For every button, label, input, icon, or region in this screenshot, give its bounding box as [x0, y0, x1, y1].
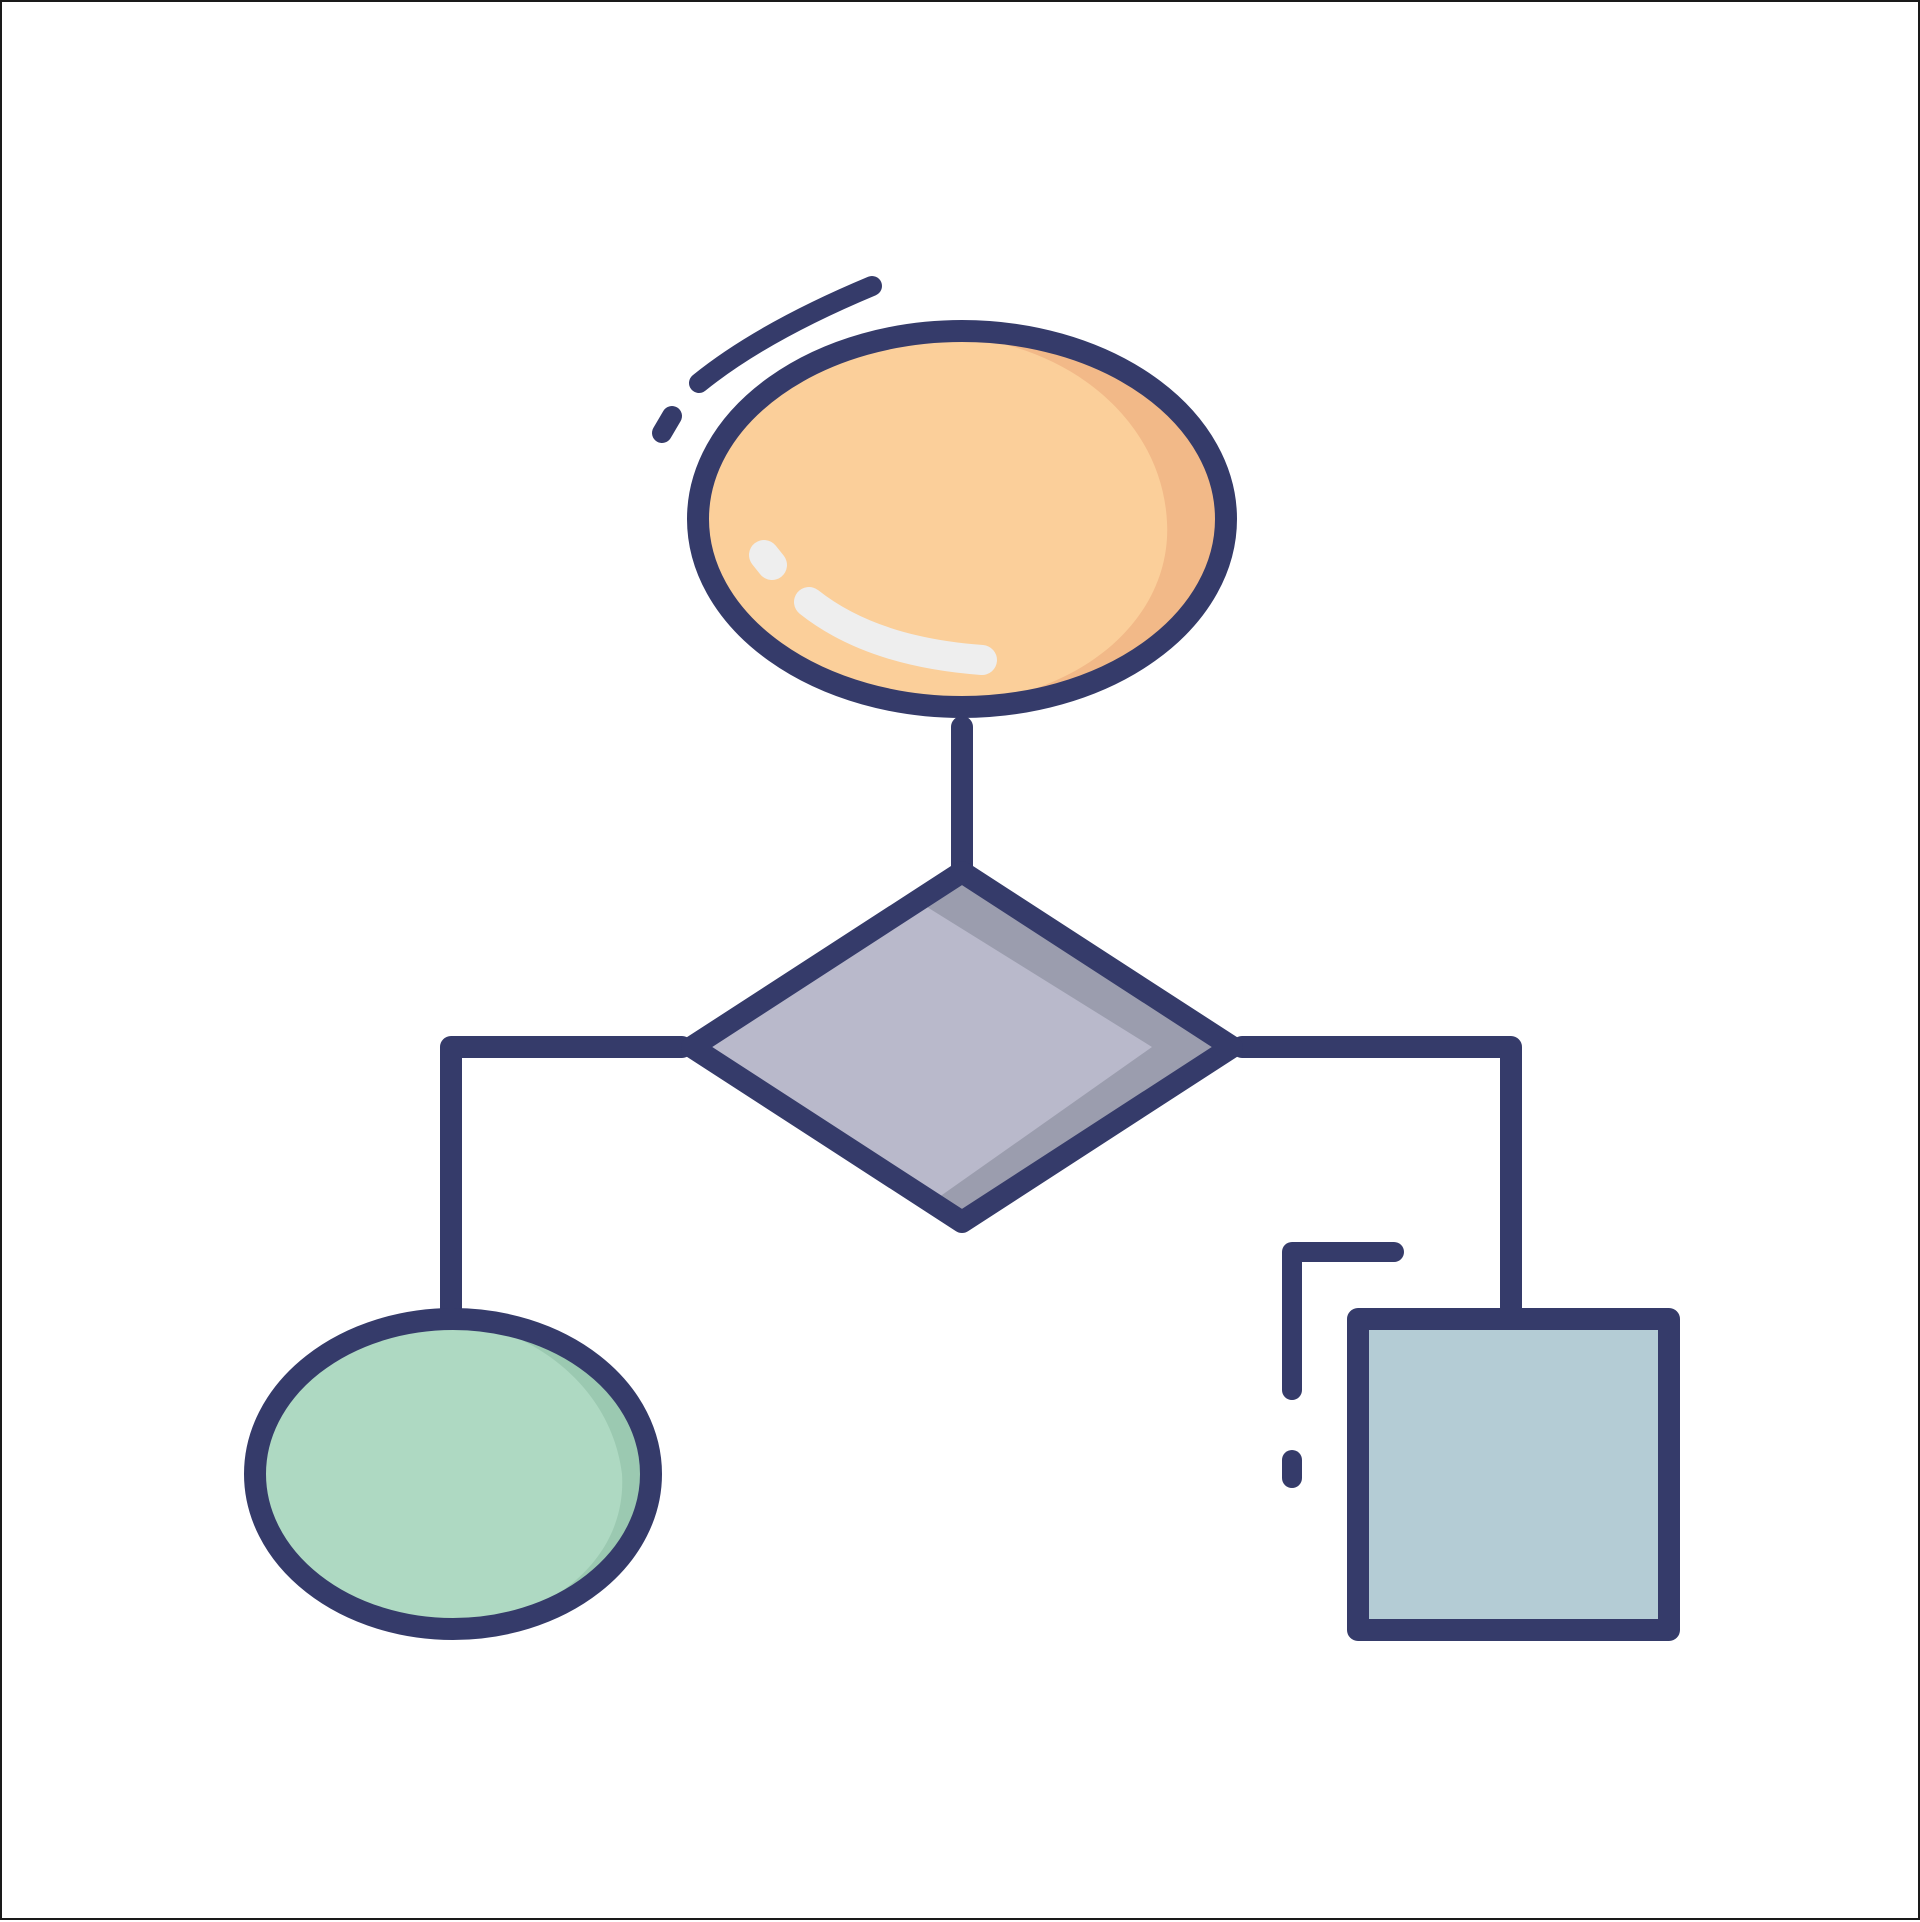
- accent-strokes: [652, 276, 1404, 1488]
- motion-dot-icon: [652, 406, 682, 443]
- process-node: [1347, 1308, 1680, 1641]
- decision-node-shade: [927, 872, 1232, 1222]
- corner-bracket-icon: [1282, 1242, 1404, 1400]
- start-node-shade: [962, 337, 1226, 705]
- start-node: [687, 320, 1237, 718]
- motion-arc-icon: [689, 276, 882, 393]
- connectors: [440, 716, 1522, 1328]
- edge-decision-to-end: [440, 1036, 693, 1328]
- edge-decision-to-process: [1231, 1036, 1522, 1321]
- end-node-outline: [244, 1308, 662, 1640]
- decision-node-outline: [681, 861, 1243, 1233]
- process-node-outline: [1347, 1308, 1680, 1641]
- process-node-fill: [1358, 1319, 1669, 1630]
- start-node-outline: [687, 320, 1237, 718]
- end-node-fill: [255, 1319, 651, 1629]
- end-node: [244, 1308, 662, 1640]
- decision-node: [681, 861, 1243, 1233]
- gloss-highlight-arc-icon: [794, 587, 997, 675]
- end-node-shade: [453, 1319, 651, 1629]
- gloss-highlight-icon: [749, 540, 787, 580]
